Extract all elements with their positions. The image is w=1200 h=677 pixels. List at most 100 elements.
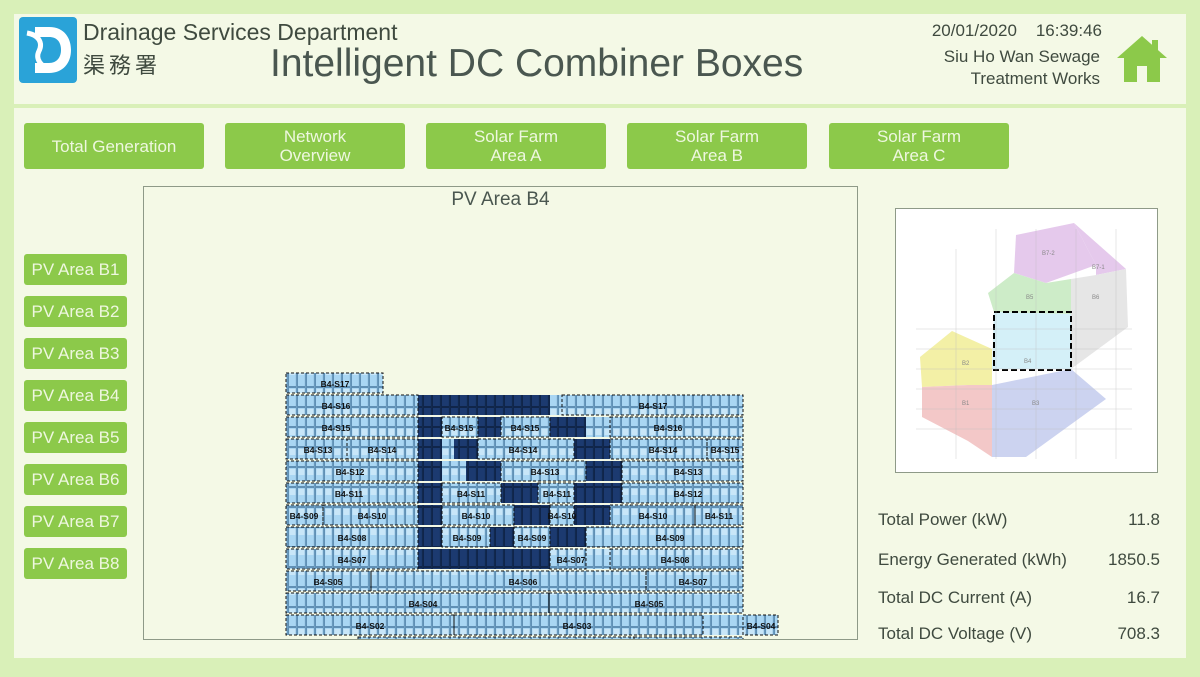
sidebar-item-pv-area-b8[interactable]: PV Area B8 (24, 548, 127, 579)
pv-string-group[interactable] (609, 416, 744, 438)
sidebar-item-pv-area-b5[interactable]: PV Area B5 (24, 422, 127, 453)
pv-string-label: B4-S02 (356, 621, 385, 631)
pv-string-group[interactable] (357, 636, 635, 639)
pv-string-group[interactable] (561, 394, 744, 416)
pv-string-group[interactable] (621, 460, 744, 482)
metric-dc-voltage-label: Total DC Voltage (V) (878, 624, 1033, 643)
pv-string-group[interactable] (609, 548, 744, 570)
pv-module-active (418, 461, 442, 481)
pv-string-group[interactable] (513, 526, 551, 548)
nav-network-label-2: Overview (279, 146, 351, 165)
pv-string-group[interactable] (285, 526, 419, 548)
sidebar-item-pv-area-b6[interactable]: PV Area B6 (24, 464, 127, 495)
pv-string-label: B4-S13 (531, 467, 560, 477)
pv-string-group[interactable] (500, 416, 551, 438)
pv-string-group[interactable] (441, 416, 479, 438)
sidebar-item-pv-area-b2[interactable]: PV Area B2 (24, 296, 127, 327)
map-zone-b4: B4 (1024, 359, 1032, 365)
pv-string-group[interactable] (549, 504, 575, 526)
pv-string-group[interactable] (441, 482, 502, 504)
pv-string-group[interactable] (285, 460, 419, 482)
pv-string-label: B4-S11 (335, 489, 364, 499)
pv-string-label: B4-S08 (338, 533, 367, 543)
pv-string-label: B4-S11 (543, 489, 572, 499)
pv-string-group[interactable] (346, 438, 419, 460)
org-name-chinese: 渠務署 (83, 53, 162, 78)
sidebar-item-pv-area-b4[interactable]: PV Area B4 (24, 380, 127, 411)
pv-string-label: B4-S09 (656, 533, 685, 543)
pv-string-group[interactable] (285, 416, 419, 438)
sidebar-item-label: PV Area B4 (31, 385, 120, 405)
pv-module-active (514, 505, 550, 525)
pv-string-group[interactable] (706, 438, 744, 460)
nav-farm-a-label-1: Solar Farm (473, 127, 559, 146)
metric-dc-current-value: 16.7 (1126, 588, 1160, 607)
map-zone-b1: B1 (962, 401, 970, 407)
sidebar-item-pv-area-b1[interactable]: PV Area B1 (24, 254, 127, 285)
pv-string-group[interactable] (742, 614, 779, 636)
pv-string-label: B4-S12 (336, 467, 365, 477)
pv-string-label: B4-S17 (639, 401, 668, 411)
pv-string-group[interactable] (477, 438, 575, 460)
dsd-logo (19, 17, 77, 83)
pv-string-group[interactable] (370, 570, 647, 592)
metric-energy-generated-value: 1850.5 (1108, 550, 1160, 569)
pv-string-group[interactable] (441, 526, 491, 548)
pv-string-label: B4-S11 (457, 489, 486, 499)
pv-string-group[interactable] (548, 592, 744, 614)
pv-string-group[interactable] (285, 372, 384, 394)
site-map-drawing: B7-2 B7-1 B5 B6 B4 B2 B1 B3 (916, 223, 1132, 459)
metric-dc-voltage-value: 708.3 (1117, 624, 1160, 643)
nav-total-generation-button[interactable]: Total Generation (24, 123, 204, 169)
pv-string-group[interactable] (585, 526, 744, 548)
sidebar-item-label: PV Area B6 (31, 469, 120, 489)
pv-string-group[interactable] (453, 614, 704, 636)
pv-module-active (418, 549, 550, 569)
pv-string-group[interactable] (645, 570, 744, 592)
pv-module-active (454, 439, 478, 459)
pv-module-active (586, 461, 622, 481)
pv-string-label: B4-S05 (635, 599, 664, 609)
pv-string-group[interactable] (621, 482, 744, 504)
metric-energy-generated-label: Energy Generated (kWh) (878, 550, 1067, 569)
nav-farm-a-label-2: Area A (490, 146, 542, 165)
pv-string-group[interactable] (694, 504, 744, 526)
nav-farm-c-label-2: Area C (892, 146, 946, 165)
pv-string-group[interactable] (285, 394, 419, 416)
pv-module-active (418, 439, 442, 459)
pv-string-group[interactable] (285, 548, 419, 570)
metric-dc-current-label: Total DC Current (A) (878, 588, 1032, 607)
pv-string-label: B4-S06 (509, 577, 538, 587)
pv-string-group[interactable] (537, 482, 575, 504)
page-title: Intelligent DC Combiner Boxes (270, 42, 804, 85)
pv-string-label: B4-S16 (654, 423, 683, 433)
pv-module-active (418, 505, 442, 525)
pv-string-label: B4-S10 (639, 511, 668, 521)
nav-farm-b-label-2: Area B (691, 146, 743, 165)
home-icon[interactable] (1115, 34, 1169, 84)
pv-module-row (286, 615, 778, 635)
pv-string-label: B4-S03 (563, 621, 592, 631)
pv-string-group[interactable] (322, 504, 419, 526)
pv-string-group[interactable] (285, 482, 419, 504)
pv-string-label: B4-S14 (509, 445, 538, 455)
pv-string-label: B4-S17 (321, 379, 350, 389)
sidebar-item-pv-area-b7[interactable]: PV Area B7 (24, 506, 127, 537)
pv-module-active (418, 483, 442, 503)
pv-string-label: B4-S10 (358, 511, 387, 521)
sidebar-item-label: PV Area B1 (31, 259, 120, 279)
site-map[interactable]: B7-2 B7-1 B5 B6 B4 B2 B1 B3 (895, 208, 1158, 473)
map-zone-b6: B6 (1092, 295, 1100, 301)
sidebar-item-pv-area-b3[interactable]: PV Area B3 (24, 338, 127, 369)
pv-string-group[interactable] (441, 504, 515, 526)
pv-string-group[interactable] (549, 548, 587, 570)
site-name: Siu Ho Wan Sewage Treatment Works (944, 46, 1100, 90)
pv-string-group[interactable] (500, 460, 587, 482)
pv-module-active (490, 527, 514, 547)
map-zone-b7-2: B7-2 (1042, 251, 1055, 257)
